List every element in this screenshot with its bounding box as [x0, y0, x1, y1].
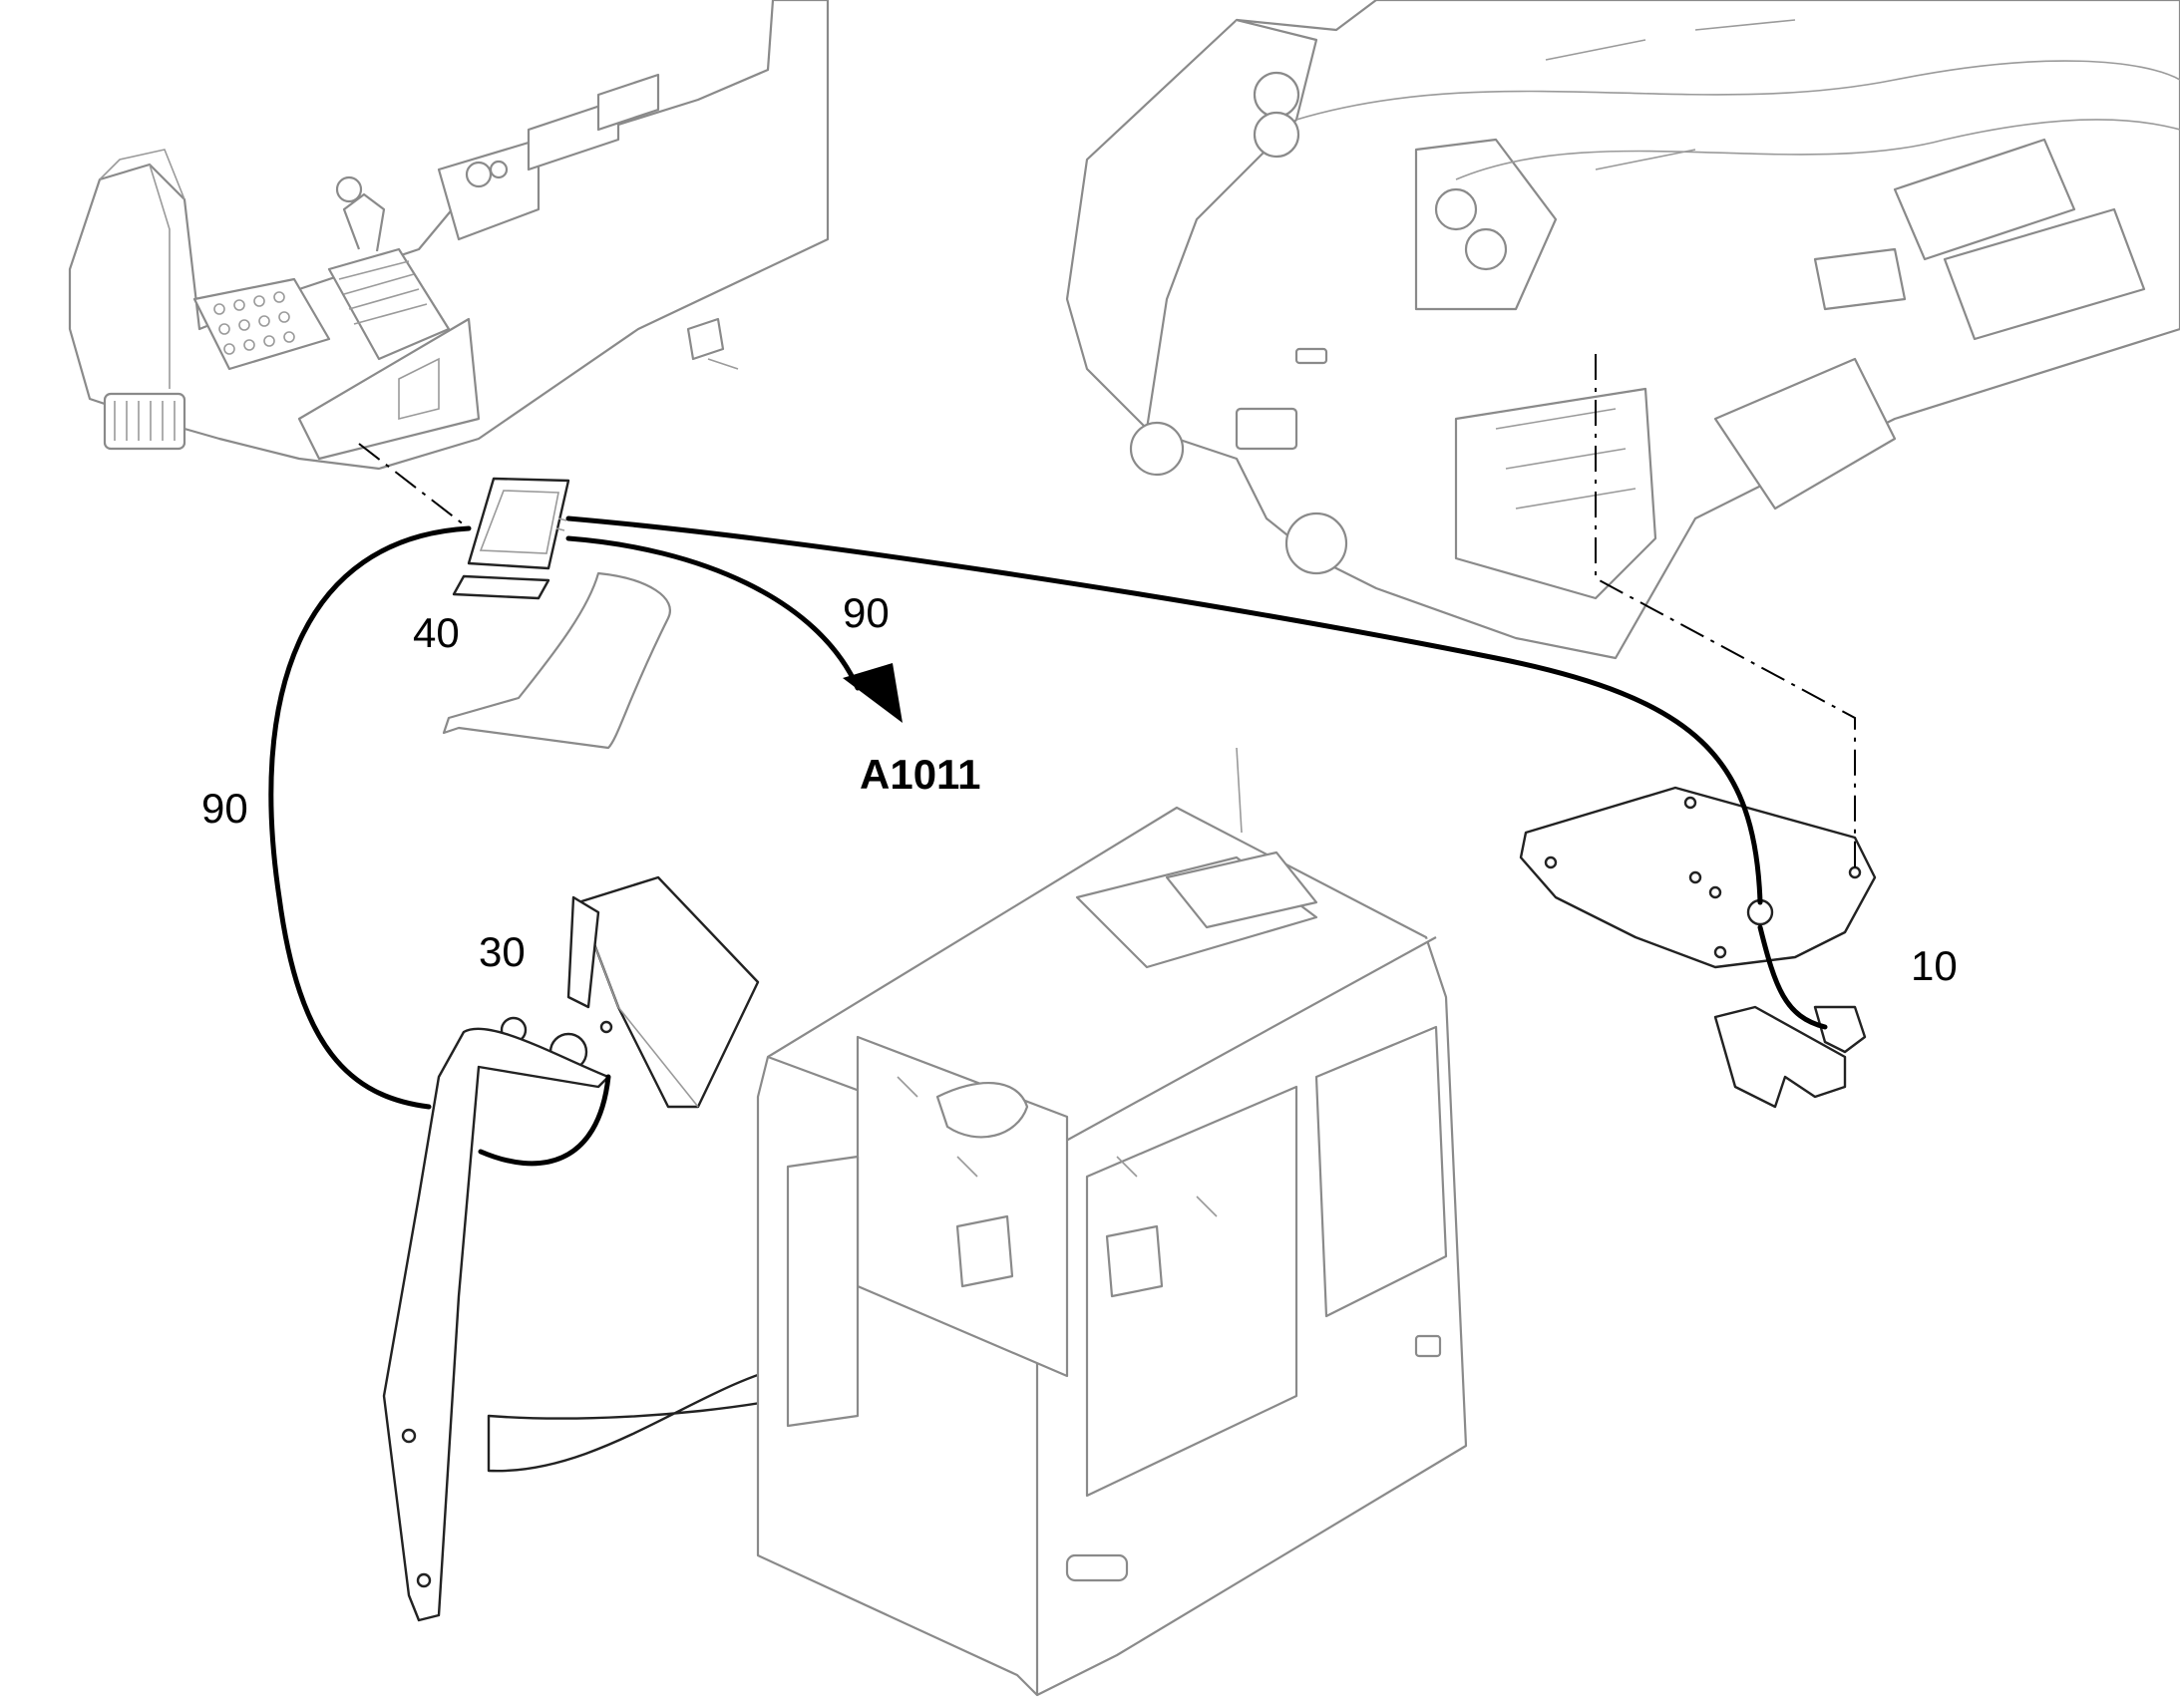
sensor-bracket [1713, 1005, 1867, 1109]
arm-bolt-upper [401, 1428, 417, 1444]
callout-90-left: 90 [201, 785, 248, 832]
reference-a1011: A1011 [860, 751, 981, 798]
camera-mount-arm [382, 1027, 610, 1622]
arm-bolt-lower [416, 1572, 432, 1588]
machine-frame [1065, 0, 2180, 660]
operator-console [68, 0, 830, 471]
callout-10: 10 [1911, 942, 1958, 989]
callout-40: 40 [413, 609, 460, 656]
cable-harness [268, 515, 1828, 1167]
operator-cab [756, 747, 1468, 1697]
callout-30: 30 [479, 928, 526, 975]
base-plate [1519, 786, 1877, 969]
monitor-unit [452, 477, 570, 600]
alignment-guide-frame-to-plate [1595, 354, 1856, 867]
monitor-bracket [442, 571, 671, 750]
alignment-guide-console-to-monitor [358, 443, 470, 529]
callout-90-right: 90 [843, 589, 890, 636]
reference-arrow-head [843, 663, 903, 723]
